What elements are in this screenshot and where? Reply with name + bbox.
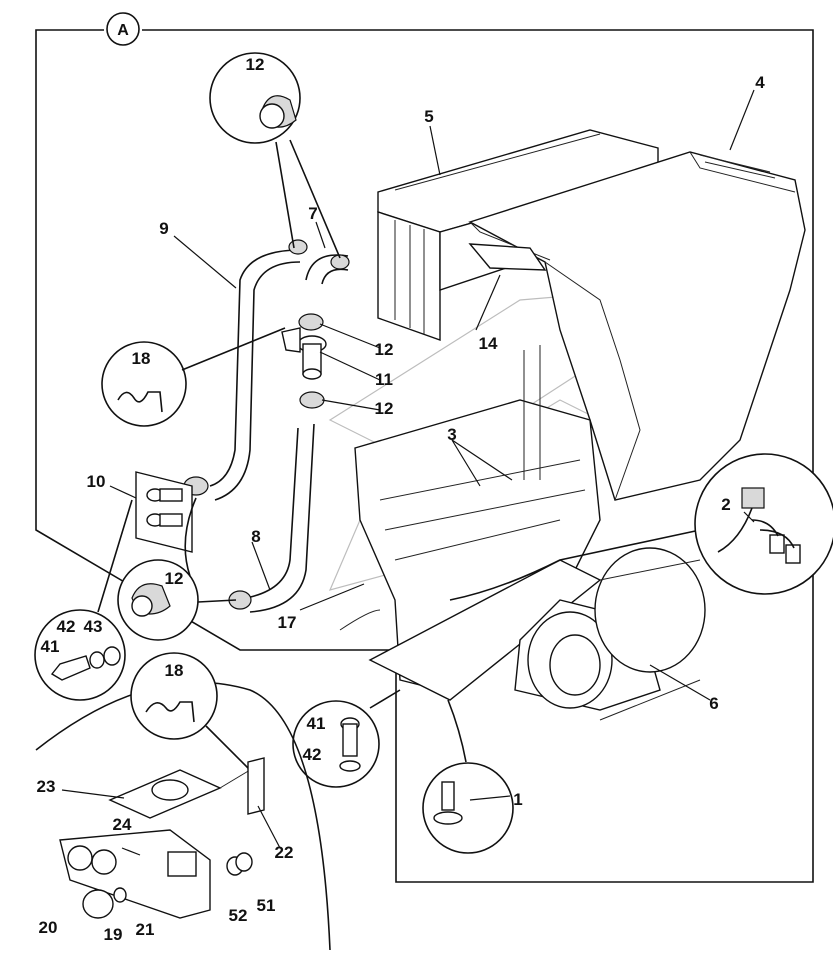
label-part-17: 17 [278, 613, 297, 632]
label-part-41-left: 41 [41, 637, 60, 656]
label-part-42-left: 42 [57, 617, 76, 636]
label-part-51: 51 [257, 896, 276, 915]
detail-circle-bracket-18 [101, 341, 187, 427]
label-part-42-right: 42 [303, 745, 322, 764]
leader-lines [61, 89, 755, 856]
bulkhead-plate [135, 471, 193, 553]
label-part-19: 19 [104, 925, 123, 944]
label-part-12-valve-bottom: 12 [375, 399, 394, 418]
label-part-8: 8 [251, 527, 260, 546]
label-part-22: 22 [275, 843, 294, 862]
label-part-14: 14 [479, 334, 498, 353]
detail-circle-clip-12 [209, 52, 301, 144]
label-part-52: 52 [229, 906, 248, 925]
part-labels: 4 5 12 7 9 14 12 11 12 18 3 10 2 8 12 17… [37, 55, 766, 944]
detail-circle-screw-1 [422, 762, 514, 854]
label-part-4: 4 [755, 73, 765, 92]
blower-motor [514, 547, 706, 721]
detail-circle-clip-12-lower [117, 559, 199, 641]
label-part-23: 23 [37, 777, 56, 796]
label-part-11: 11 [375, 370, 393, 389]
control-panel-detail-arc [35, 681, 331, 951]
label-part-18-bottom: 18 [165, 661, 184, 680]
wiring-harness [339, 529, 701, 631]
label-part-1: 1 [513, 790, 522, 809]
detail-circle-connector-2 [694, 453, 833, 595]
label-part-9: 9 [159, 219, 168, 238]
knob-parts-51-52 [226, 852, 253, 876]
hose-9 [209, 249, 301, 501]
label-part-43: 43 [84, 617, 103, 636]
label-part-12-top: 12 [246, 55, 265, 74]
view-marker-label: A [117, 22, 129, 39]
view-marker-a: A [106, 12, 140, 46]
hose-clips [183, 239, 350, 610]
detail-circle-fasteners-41-43 [34, 609, 126, 701]
label-part-41-right: 41 [307, 714, 326, 733]
label-part-20: 20 [39, 918, 58, 937]
filter-plate [468, 243, 547, 271]
label-part-6: 6 [709, 694, 718, 713]
label-part-12-valve-top: 12 [375, 340, 394, 359]
water-valve [281, 327, 327, 380]
label-part-24: 24 [113, 815, 132, 834]
label-part-10: 10 [87, 472, 106, 491]
label-part-7: 7 [308, 204, 317, 223]
label-part-2: 2 [721, 495, 730, 514]
control-valve-23 [108, 769, 251, 819]
label-part-12-left: 12 [165, 569, 184, 588]
label-part-18-top: 18 [132, 349, 151, 368]
control-panel-24 [59, 829, 211, 919]
hose-8 [245, 423, 315, 613]
label-part-21: 21 [136, 920, 155, 939]
heater-box-housing [354, 345, 602, 701]
bracket-22 [247, 757, 265, 815]
label-part-3: 3 [447, 425, 456, 444]
detail-circle-bracket-18-lower [130, 652, 218, 740]
label-part-5: 5 [424, 107, 433, 126]
detail-circle-fasteners-41-42 [292, 700, 380, 788]
